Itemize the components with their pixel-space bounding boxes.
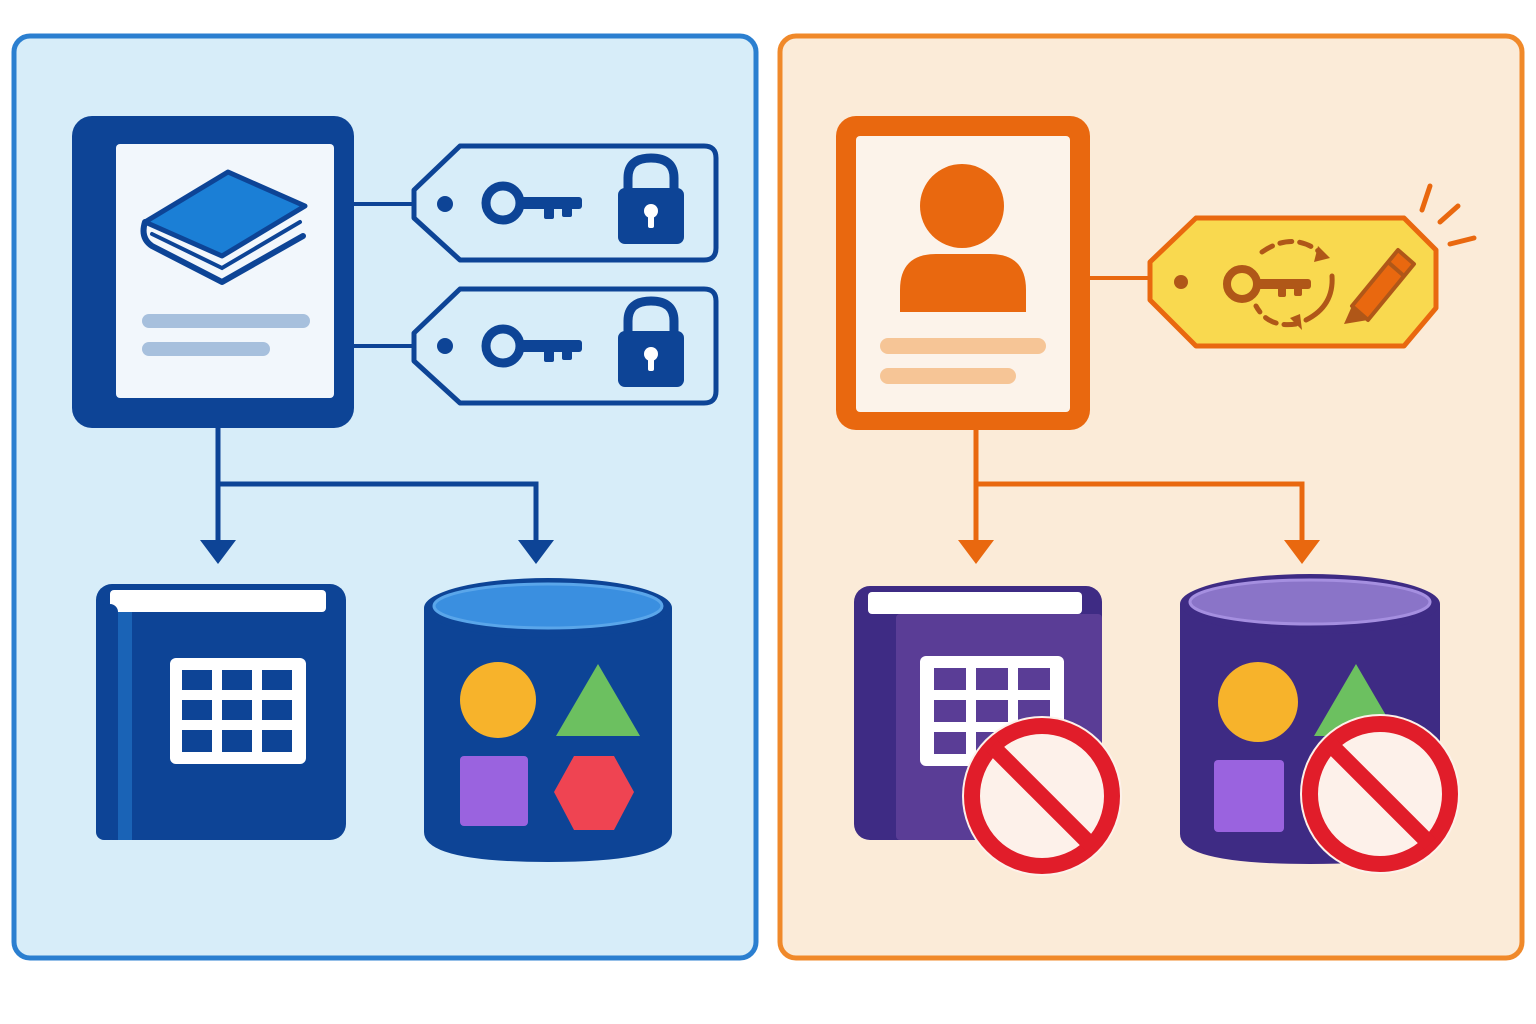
key-lock-tag-2 [411,286,719,406]
pencil-edit-icon [1344,248,1416,324]
circle-shape-icon [460,662,536,738]
left-flow-arrows [200,428,554,564]
prohibited-icon [1300,714,1460,874]
key-icon [481,181,582,225]
shapes-database-icon [424,578,672,862]
book-icon [140,169,308,285]
padlock-icon [618,153,684,244]
right-panel [777,33,1525,961]
triangle-shape-icon [556,664,640,736]
right-flow-arrows [958,430,1320,564]
hexagon-shape-icon [554,756,634,830]
person-profile-card-icon [836,116,1090,430]
circle-shape-icon [1218,662,1298,742]
rotating-key-tag [1147,183,1477,349]
rotating-key-icon [1223,239,1335,330]
left-panel [11,33,759,961]
padlock-icon [618,296,684,387]
prohibited-icon [962,716,1122,876]
key-icon [481,324,582,368]
source-book-document-icon [72,116,354,428]
key-lock-tag-1 [411,143,719,263]
square-shape-icon [1214,760,1284,832]
table-book-icon [96,584,346,840]
table-grid-icon [170,658,306,764]
edit-spark-icon [1419,183,1477,247]
square-shape-icon [460,756,528,826]
